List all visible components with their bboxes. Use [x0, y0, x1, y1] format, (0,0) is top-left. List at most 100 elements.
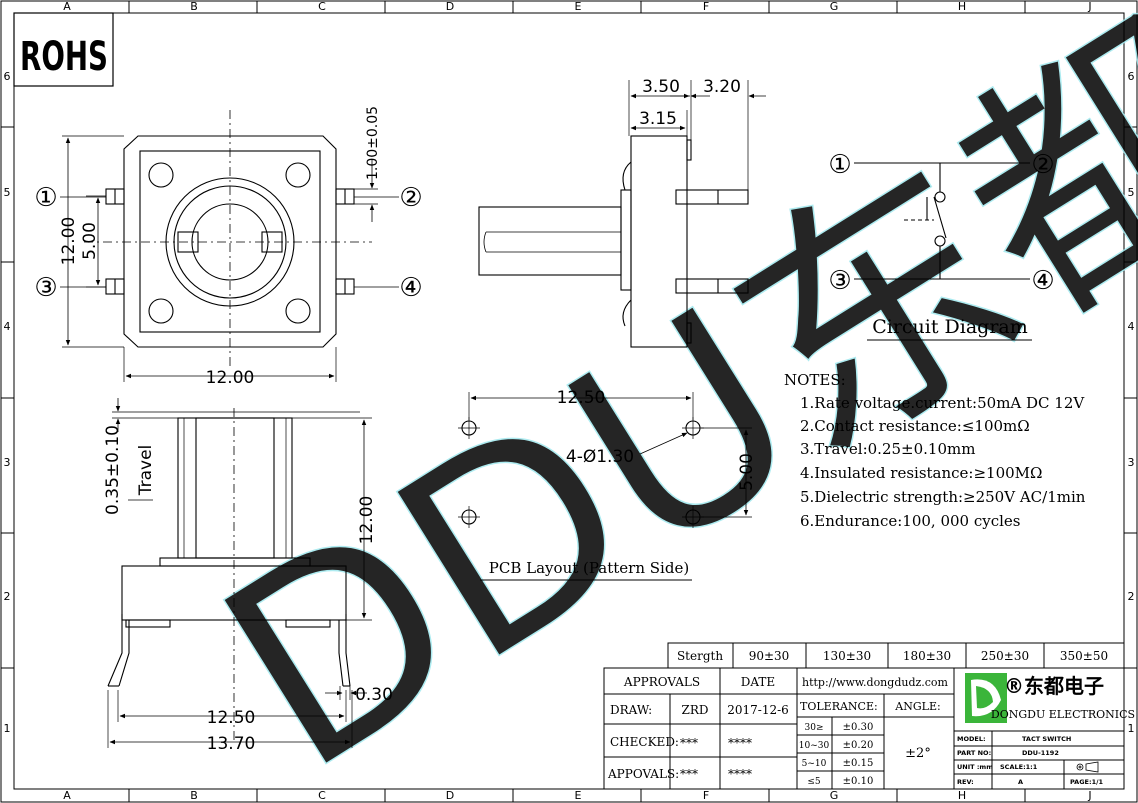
strength-value: 90±30 [749, 649, 790, 663]
row-label: 1 [1128, 722, 1135, 735]
dim-label: 3.15 [639, 109, 677, 129]
dim-label: 0.30 [355, 685, 393, 705]
circuit-pin-2: ② [1031, 150, 1054, 180]
checked-label: CHECKED: [610, 735, 679, 749]
col-label: G [830, 789, 839, 802]
model-value: TACT SWITCH [1022, 735, 1071, 743]
row-label: 5 [1128, 186, 1135, 199]
checked-name: *** [680, 736, 698, 750]
dim-label: 5.00 [80, 222, 100, 260]
title-block: APPROVALS DATE http://www.dongdudz.com D… [603, 667, 1135, 790]
frame-labels: A B C D E F G H J A B C D E F G H J 6 5 … [4, 0, 1135, 802]
pcb-layout-labels: 12.50 5.00 4-Ø1.30 PCB Layout (Pattern S… [489, 388, 757, 577]
dim-label: 13.70 [207, 734, 256, 754]
pin-callout-2: ② [399, 183, 422, 213]
row-label: 2 [4, 590, 11, 603]
row-label: 3 [4, 456, 11, 469]
strength-table: Stergth 90±30 130±30 180±30 250±30 350±5… [667, 642, 1125, 669]
row-label: 5 [4, 186, 11, 199]
travel-value: 0.35±0.10 [103, 425, 123, 515]
tol-range: 5~10 [802, 759, 827, 769]
col-label: H [958, 0, 966, 13]
tol-range: ≤5 [807, 777, 821, 787]
appovals-label: APPOVALS: [607, 767, 679, 781]
row-label: 6 [4, 70, 11, 83]
travel-label: Travel [136, 445, 156, 497]
strength-value: 180±30 [903, 649, 951, 663]
dim-label: 3.50 [642, 77, 680, 97]
angle-value: ±2° [905, 746, 931, 761]
unit-label: UNIT :mm [957, 763, 993, 771]
front-view [107, 398, 372, 748]
company-logo [965, 673, 1007, 723]
dim-label: 5.00 [737, 453, 757, 491]
row-label: 1 [4, 722, 11, 735]
circuit-diagram [854, 162, 1032, 341]
appovals-name: *** [680, 767, 698, 781]
note-item: 4.Insulated resistance:≥100MΩ [800, 464, 1042, 482]
col-label: F [703, 789, 709, 802]
strength-label: Stergth [677, 649, 723, 663]
col-label: B [190, 789, 198, 802]
circuit-labels: ① ② ③ ④ Circuit Diagram [828, 150, 1054, 338]
pcb-layout-title: PCB Layout (Pattern Side) [489, 559, 689, 577]
appovals-date: **** [728, 767, 752, 781]
col-label: F [703, 0, 709, 13]
draw-name: ZRD [682, 703, 709, 717]
rohs-mark: ROHS [13, 12, 114, 87]
strength-value: 130±30 [823, 649, 871, 663]
tolerance-label: TOLERANCE: [800, 700, 878, 713]
company-name-cn: ®东都电子 [1004, 674, 1104, 698]
strength-value: 350±50 [1060, 649, 1108, 663]
note-item: 2.Contact resistance:≤100mΩ [800, 417, 1030, 435]
dim-label: 12.00 [59, 217, 79, 266]
rev-value: A [1018, 778, 1023, 786]
pin-callout-1: ① [34, 183, 57, 213]
draw-date: 2017-12-6 [727, 703, 789, 717]
note-item: 3.Travel:0.25±0.10mm [800, 440, 975, 458]
side-view-labels: 3.50 3.20 3.15 [639, 77, 741, 129]
approvals-header: APPROVALS [623, 675, 700, 689]
side-view [478, 80, 766, 348]
col-label: C [318, 0, 326, 13]
draw-label: DRAW: [610, 703, 652, 717]
col-label: H [958, 789, 966, 802]
col-label: A [63, 0, 71, 13]
col-label: E [575, 0, 582, 13]
notes-heading: NOTES: [784, 371, 846, 389]
notes: NOTES: 1.Rate voltage.current:50mA DC 12… [784, 371, 1086, 530]
strength-value: 250±30 [981, 649, 1029, 663]
note-item: 5.Dielectric strength:≥250V AC/1min [800, 488, 1086, 506]
note-item: 1.Rate voltage.current:50mA DC 12V [800, 394, 1085, 412]
row-label: 2 [1128, 590, 1135, 603]
dim-label: 12.50 [557, 388, 606, 408]
tol-range: 10~30 [799, 741, 830, 751]
note-item: 6.Endurance:100, 000 cycles [800, 512, 1021, 530]
company-name-en: DONGDU ELECTRONICS [991, 708, 1135, 721]
col-label: J [1087, 0, 1091, 13]
col-label: J [1087, 789, 1091, 802]
rev-label: REV: [957, 778, 974, 786]
rohs-text: ROHS [20, 34, 108, 80]
tol-value: ±0.10 [843, 776, 874, 787]
scale-label: SCALE:1:1 [1000, 763, 1038, 771]
col-label: D [446, 0, 454, 13]
front-view-labels: 0.35±0.10 Travel 12.00 0.30 12.50 13.70 [103, 425, 393, 754]
dim-label: 1.00±0.05 [365, 106, 381, 180]
dim-label: 12.00 [206, 368, 255, 388]
col-label: B [190, 0, 198, 13]
part-label: PART NO: [957, 749, 991, 757]
model-label: MODEL: [957, 735, 986, 743]
row-label: 3 [1128, 456, 1135, 469]
url: http://www.dongdudz.com [802, 676, 949, 689]
dim-label: 3.20 [703, 77, 741, 97]
pcb-layout [458, 392, 752, 581]
angle-label: ANGLE: [894, 700, 940, 713]
circuit-pin-1: ① [828, 150, 851, 180]
tol-value: ±0.15 [843, 758, 874, 769]
page-label: PAGE:1/1 [1070, 778, 1103, 786]
dim-label: 4-Ø1.30 [566, 447, 634, 467]
top-view [60, 110, 399, 382]
circuit-pin-3: ③ [828, 266, 851, 296]
